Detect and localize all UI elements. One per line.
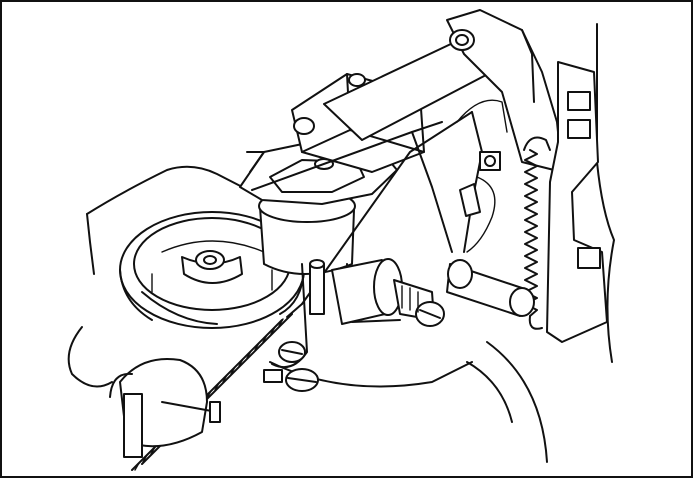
linkage-clips (459, 151, 501, 217)
upper-right-bracket (446, 9, 563, 173)
lower-screws (263, 341, 319, 392)
right-side-mount (546, 61, 608, 343)
engine-housing (67, 23, 615, 463)
small-post (309, 259, 325, 315)
cable-clamp-housing (109, 358, 221, 458)
idle-screw-assembly (331, 258, 445, 327)
throttle-shaft (181, 250, 243, 284)
governor-spring (523, 136, 551, 330)
link-rods (251, 99, 508, 305)
carburetor-body (258, 189, 401, 368)
throttle-stop-cylinder (446, 259, 535, 317)
